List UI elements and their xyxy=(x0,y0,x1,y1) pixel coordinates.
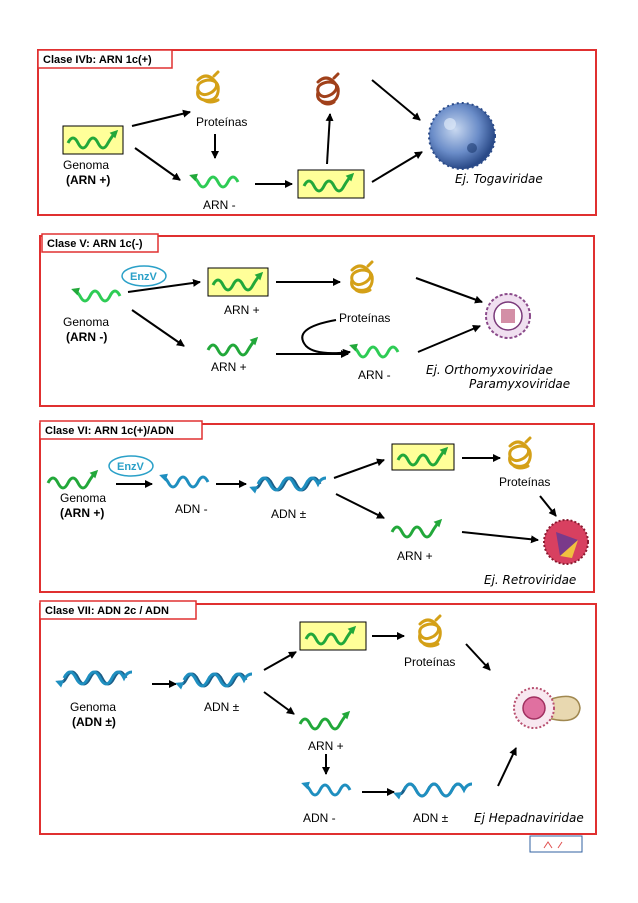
panel-title-box xyxy=(39,600,197,620)
panel-class-vii: Clase VII: ADN 2c / ADN Genoma (ADN ±) A… xyxy=(39,600,597,835)
rna-plus-label: ARN + xyxy=(224,303,260,317)
enzyme-label: EnzV xyxy=(130,271,158,283)
dna-minus-label: ADN - xyxy=(175,502,208,516)
example-label: Ej. Retroviridae xyxy=(484,573,576,587)
panel-class-v: Clase V: ARN 1c(-) Genoma (ARN -) EnzV A… xyxy=(39,233,595,407)
rna-plus-strand xyxy=(390,518,443,539)
rna-plus-strand xyxy=(206,336,259,357)
rna-plus-label: ARN + xyxy=(397,549,433,563)
enzyme-label: EnzV xyxy=(117,461,145,473)
rna-plus-strand xyxy=(302,172,355,193)
proteins-label: Proteínas xyxy=(404,655,455,669)
dsdna-icon xyxy=(175,672,253,690)
rna-plus-strand xyxy=(66,129,119,150)
arrow xyxy=(371,79,421,121)
protein-icon xyxy=(196,70,220,104)
panel-title: Clase VII: ADN 2c / ADN xyxy=(45,605,169,617)
genome-label: Genoma xyxy=(63,158,109,172)
dna-minus-strand xyxy=(301,781,352,797)
virion-icon xyxy=(513,687,581,729)
genome-label: Genoma xyxy=(70,700,116,714)
arrow xyxy=(335,493,385,519)
panel-title: Clase VI: ARN 1c(+)/ADN xyxy=(45,425,174,437)
rna-plus-box xyxy=(297,169,365,199)
arrow xyxy=(461,531,539,544)
genome-label: Genoma xyxy=(63,315,109,329)
corner-logo xyxy=(529,835,583,853)
rna-plus-label: ARN + xyxy=(308,739,344,753)
arrow xyxy=(134,147,181,181)
rna-plus-strand xyxy=(211,271,264,292)
rna-minus-strand xyxy=(189,173,240,189)
panel-class-vi: Clase VI: ARN 1c(+)/ADN Genoma (ARN +) E… xyxy=(39,420,595,593)
rna-plus-strand xyxy=(298,710,351,731)
enzyme-badge xyxy=(121,265,167,287)
protein-icon xyxy=(508,436,532,470)
arrow xyxy=(415,277,483,304)
virion-icon xyxy=(428,102,496,170)
panel-title: Clase V: ARN 1c(-) xyxy=(47,238,143,250)
genome-type-label: (ARN +) xyxy=(60,506,104,520)
dsdna-icon xyxy=(55,670,133,688)
panel-title-box xyxy=(37,49,173,69)
proteins-label: Proteínas xyxy=(196,115,247,129)
arrow xyxy=(263,651,297,671)
rna-minus-label: ARN - xyxy=(203,198,236,212)
genome-type-label: (ADN ±) xyxy=(72,715,116,729)
enzyme-badge xyxy=(108,455,154,477)
arrow xyxy=(127,279,201,293)
dsdna-icon xyxy=(249,476,327,494)
rna-minus-strand xyxy=(71,287,122,303)
rna-minus-label: ARN - xyxy=(358,368,391,382)
example-label: Ej. Togaviridae xyxy=(455,172,543,186)
protein-icon xyxy=(316,72,340,106)
virion-icon xyxy=(485,293,531,339)
panel-title: Clase IVb: ARN 1c(+) xyxy=(43,54,152,66)
proteins-label: Proteínas xyxy=(339,311,390,325)
virion-icon xyxy=(543,519,589,565)
example-label: Ej Hepadnaviridae xyxy=(474,811,584,825)
arrow xyxy=(325,113,334,165)
genome-type-label: (ARN +) xyxy=(66,173,110,187)
example-label: Paramyxoviridae xyxy=(469,377,570,391)
arrow xyxy=(333,458,385,479)
dsdna-icon xyxy=(393,782,473,800)
panel-class-ivb: Clase IVb: ARN 1c(+) Genoma (ARN +) Prot… xyxy=(37,49,597,216)
rna-plus-label: ARN + xyxy=(211,360,247,374)
panel-border xyxy=(39,423,595,593)
arrow xyxy=(539,495,557,517)
genome-type-label: (ARN -) xyxy=(66,330,107,344)
dna-pm-label: ADN ± xyxy=(271,507,307,521)
arrow xyxy=(131,309,185,347)
arrow xyxy=(371,151,423,183)
panel-title-box xyxy=(39,420,203,440)
corner-logo-mark xyxy=(543,841,563,849)
rna-plus-strand xyxy=(46,469,99,490)
rna-plus-strand xyxy=(396,446,449,467)
dna-minus-label: ADN - xyxy=(303,811,336,825)
arrow xyxy=(497,747,517,787)
arrow xyxy=(465,643,491,671)
panel-border xyxy=(37,49,597,216)
panel-title-box xyxy=(41,233,159,253)
arrow xyxy=(131,109,191,127)
protein-icon xyxy=(418,614,442,648)
panel-border xyxy=(39,603,597,835)
panel-border xyxy=(39,235,595,407)
protein-icon xyxy=(350,260,374,294)
proteins-label: Proteínas xyxy=(499,475,550,489)
dna-pm-label: ADN ± xyxy=(204,700,240,714)
rna-plus-strand xyxy=(304,625,357,646)
arrow xyxy=(263,691,295,715)
dna-minus-strand xyxy=(159,473,210,489)
dna-pm-label: ADN ± xyxy=(413,811,449,825)
genome-box xyxy=(62,125,124,155)
rna-minus-strand xyxy=(349,343,400,359)
arrow xyxy=(417,325,481,353)
genome-label: Genoma xyxy=(60,491,106,505)
curved-arrow xyxy=(301,319,351,357)
rna-plus-box xyxy=(207,267,269,297)
example-label: Ej. Orthomyxoviridae xyxy=(426,363,553,377)
